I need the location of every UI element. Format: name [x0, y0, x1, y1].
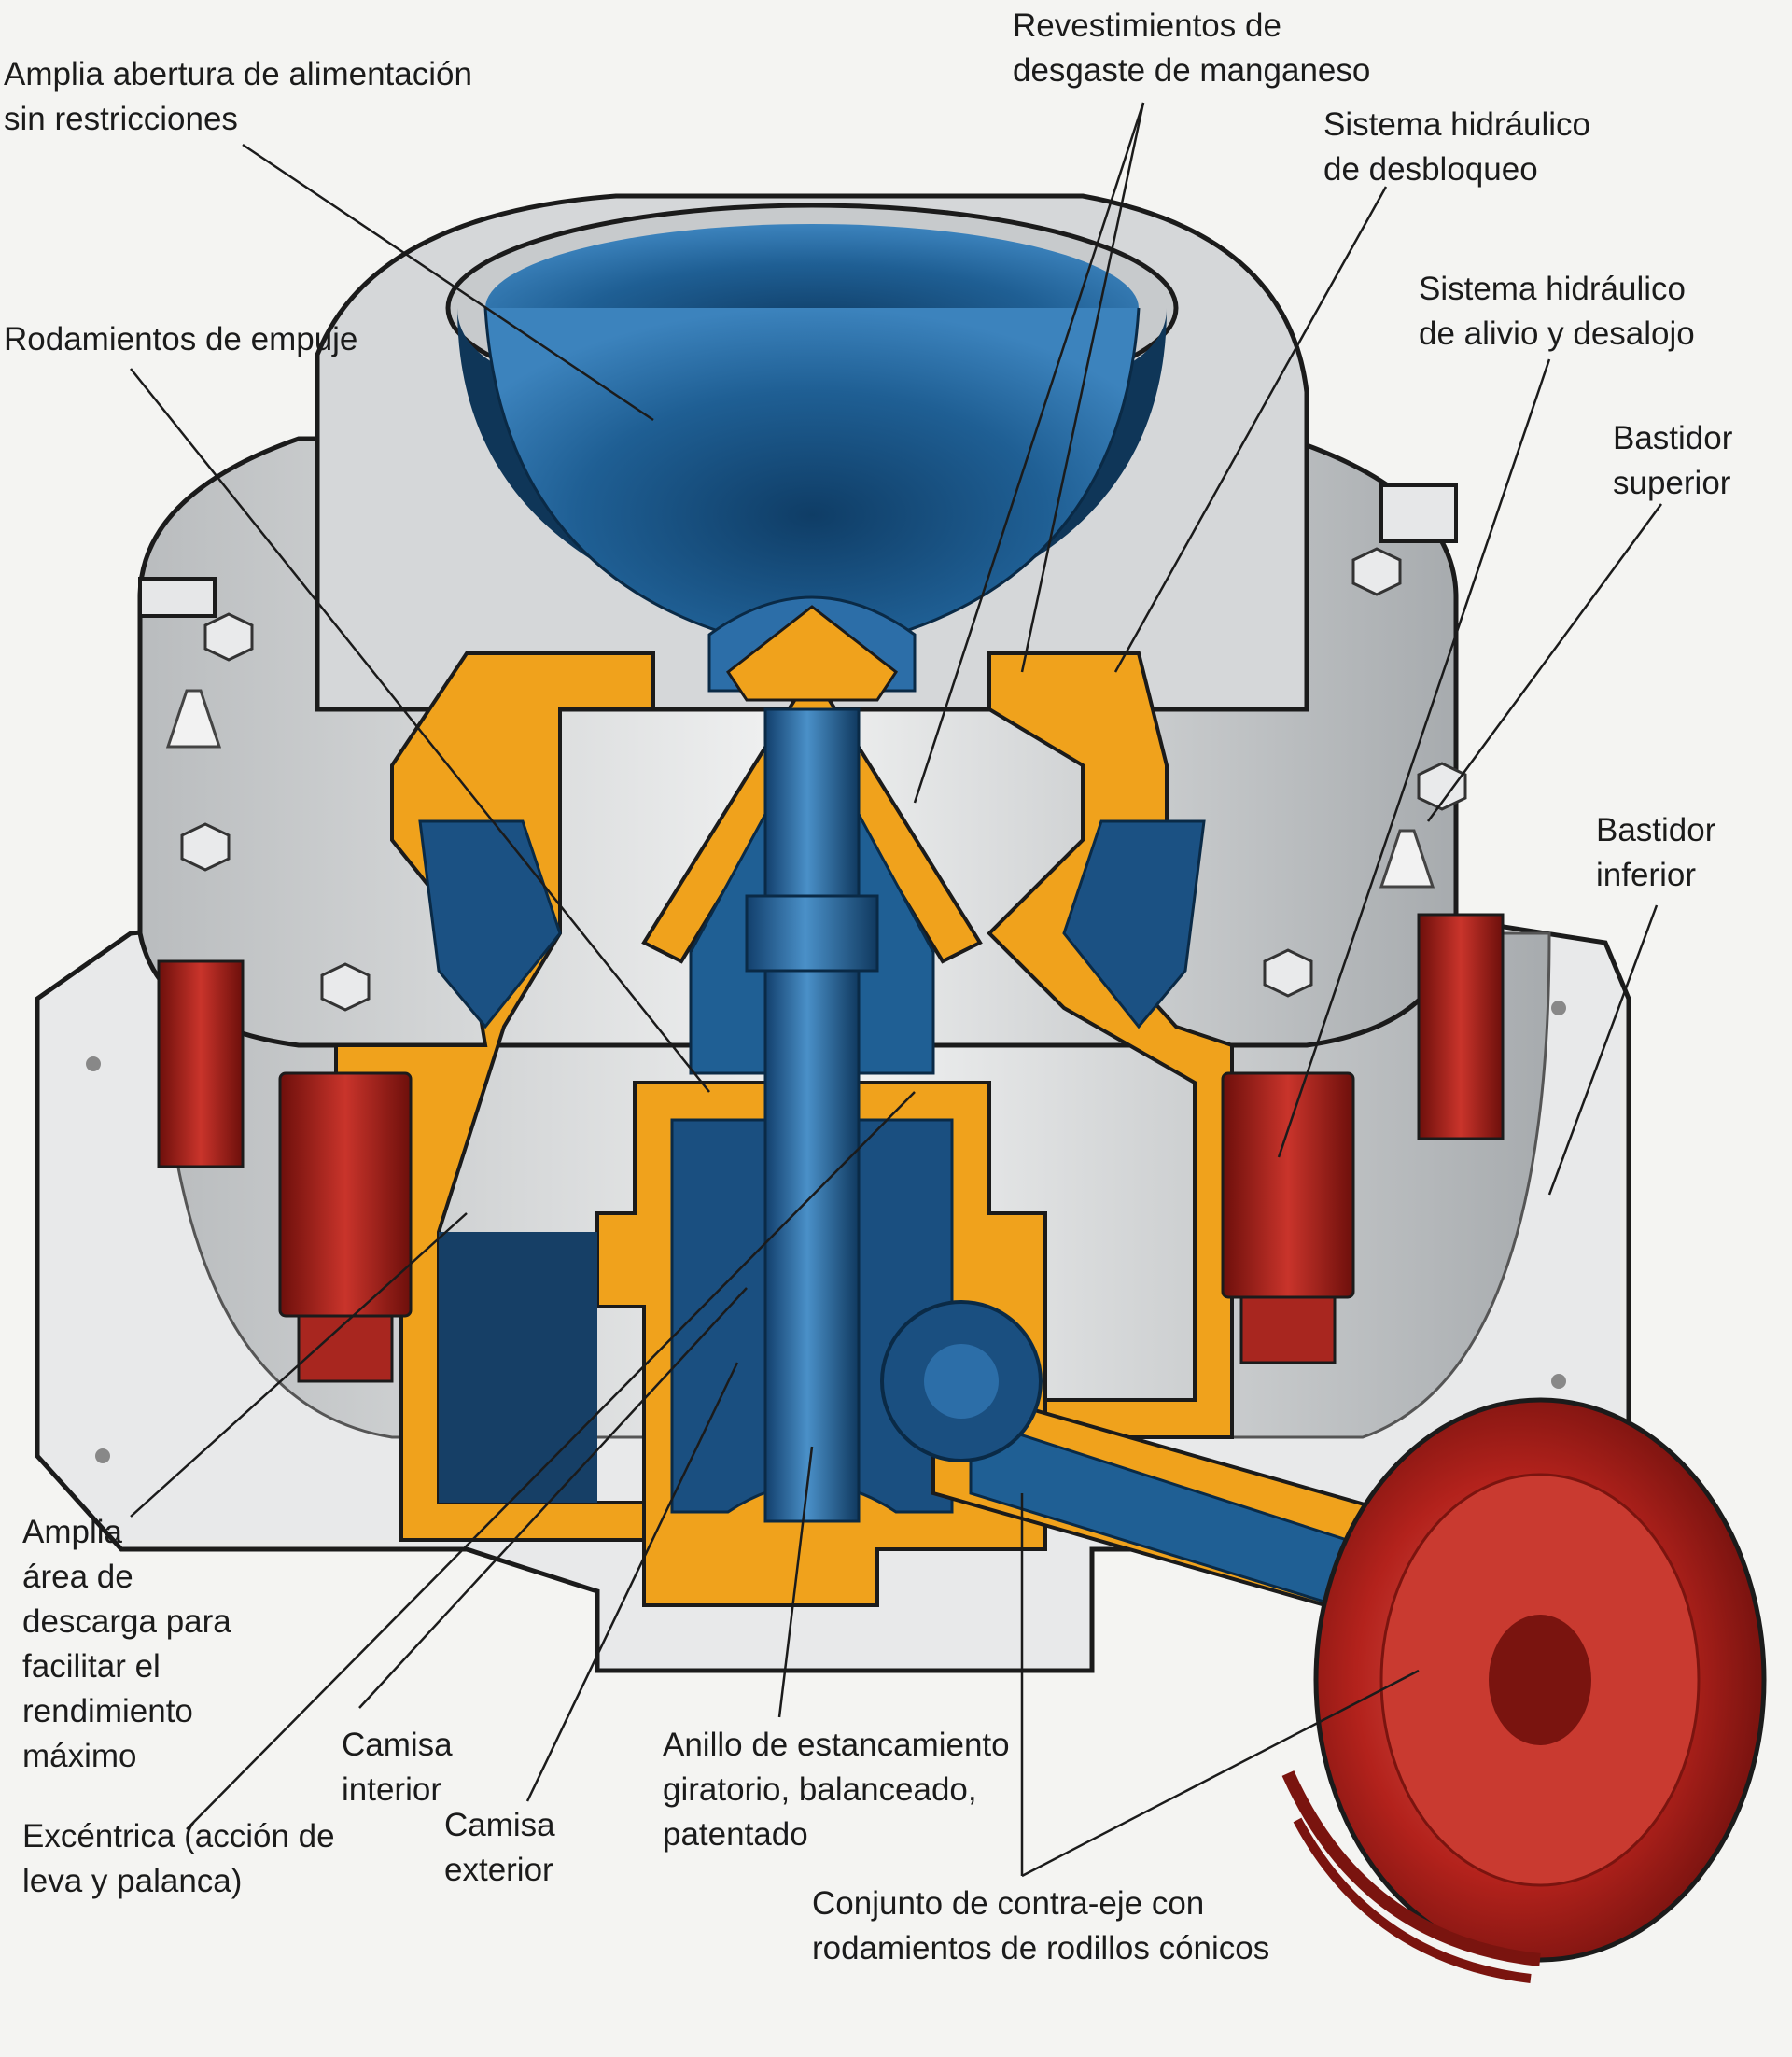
- bolt-icon: [203, 612, 254, 662]
- label-line: Conjunto de contra-eje con: [812, 1885, 1205, 1922]
- label-line: Excéntrica (acción de: [22, 1818, 335, 1854]
- label-line: superior: [1613, 465, 1731, 501]
- feed-opening-bowl: [445, 203, 1179, 655]
- leader-lines: [130, 102, 1663, 1878]
- label-line: inferior: [1596, 857, 1696, 893]
- bolt-icon: [320, 962, 371, 1012]
- bolt-hole-icon: [86, 1056, 101, 1071]
- label-feed-opening: Amplia abertura de alimentación sin rest…: [4, 52, 472, 142]
- label-seal-ring: Anillo de estancamiento giratorio, balan…: [663, 1723, 1010, 1857]
- label-eccentric: Excéntrica (acción de leva y palanca): [22, 1814, 335, 1904]
- label-line: descarga para: [22, 1603, 231, 1640]
- label-line: leva y palanca): [22, 1863, 243, 1899]
- label-line: Bastidor: [1613, 420, 1733, 456]
- label-line: desgaste de manganeso: [1013, 52, 1371, 89]
- label-line: interior: [342, 1771, 441, 1808]
- label-upper-frame: Bastidor superior: [1613, 416, 1732, 506]
- label-line: Sistema hidráulico: [1323, 106, 1590, 143]
- drive-pulley: [1281, 1397, 1767, 1983]
- label-line: máximo: [22, 1738, 137, 1774]
- label-thrust-bearings: Rodamientos de empuje: [4, 317, 357, 362]
- bolt-hole-icon: [1551, 1001, 1566, 1015]
- label-line: Sistema hidráulico: [1419, 271, 1686, 307]
- label-line: de desbloqueo: [1323, 151, 1538, 188]
- label-line: Revestimientos de: [1013, 7, 1281, 44]
- label-line: Bastidor: [1596, 812, 1716, 848]
- label-relief-hydraulics: Sistema hidráulico de alivio y desalojo: [1419, 267, 1695, 357]
- label-line: Rodamientos de empuje: [4, 321, 358, 357]
- label-line: patentado: [663, 1816, 808, 1853]
- label-inner-bushing: Camisa interior: [342, 1723, 453, 1812]
- bolt-hole-icon: [1551, 1374, 1566, 1389]
- label-line: Anillo de estancamiento: [663, 1727, 1010, 1763]
- label-line: de alivio y desalojo: [1419, 315, 1695, 352]
- label-line: sin restricciones: [4, 101, 238, 137]
- label-line: facilitar el: [22, 1648, 161, 1685]
- bolt-hole-icon: [95, 1448, 110, 1463]
- label-line: exterior: [444, 1852, 553, 1888]
- label-line: rendimiento: [22, 1693, 193, 1729]
- label-outer-bushing: Camisa exterior: [444, 1803, 555, 1893]
- label-line: rodamientos de rodillos cónicos: [812, 1930, 1270, 1966]
- label-discharge-area: Amplia área de descarga para facilitar e…: [22, 1510, 231, 1779]
- label-lower-frame: Bastidor inferior: [1596, 808, 1715, 898]
- main-shaft: [707, 595, 917, 1523]
- label-clearing-hydraulics: Sistema hidráulico de desbloqueo: [1323, 103, 1590, 192]
- label-line: Camisa: [444, 1807, 555, 1843]
- bolt-icon: [1417, 762, 1467, 811]
- bolt-icon: [180, 822, 231, 872]
- label-line: Amplia: [22, 1514, 122, 1550]
- label-manganese-liners: Revestimientos de desgaste de manganeso: [1013, 4, 1370, 93]
- bolt-icon: [1351, 547, 1402, 596]
- label-line: giratorio, balanceado,: [663, 1771, 977, 1808]
- label-line: Camisa: [342, 1727, 453, 1763]
- label-countershaft: Conjunto de contra-eje con rodamientos d…: [812, 1882, 1269, 1971]
- label-line: área de: [22, 1559, 133, 1595]
- hydraulic-cylinders: [157, 913, 1505, 1383]
- bolt-icon: [1263, 948, 1313, 998]
- label-line: Amplia abertura de alimentación: [4, 56, 472, 92]
